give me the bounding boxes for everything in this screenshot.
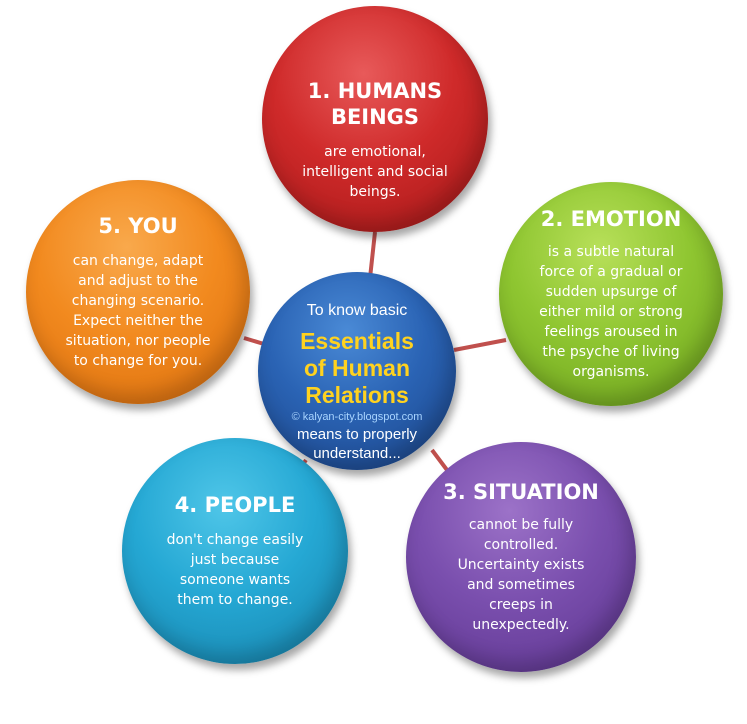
node-desc-line: creeps in xyxy=(489,597,553,613)
node-desc-line: sudden upsurge of xyxy=(545,284,677,300)
center-outro-line: means to properly xyxy=(296,426,418,443)
node-emotion: 2. EMOTION is a subtle natural force of … xyxy=(499,182,723,406)
node-desc-line: controlled. xyxy=(483,537,559,553)
center-outro: means to properly understand... xyxy=(297,425,417,463)
node-people: 4. PEOPLE don't change easily just becau… xyxy=(122,438,348,664)
node-description: can change, adapt and adjust to the chan… xyxy=(66,251,211,371)
node-desc-line: Expect neither the xyxy=(73,313,203,329)
node-desc-line: someone wants xyxy=(179,572,291,588)
node-description: are emotional, intelligent and social be… xyxy=(302,142,448,202)
node-desc-line: them to change. xyxy=(177,592,293,608)
connector-emotion xyxy=(453,338,507,352)
node-desc-line: intelligent and social xyxy=(302,164,448,180)
node-title: 5. YOU xyxy=(98,214,178,238)
node-description: cannot be fully controlled. Uncertainty … xyxy=(458,515,585,635)
center-heading-line: Essentials xyxy=(300,328,414,354)
center-heading-line: of Human xyxy=(303,355,411,381)
node-desc-line: beings. xyxy=(349,184,401,200)
node-desc-line: situation, nor people xyxy=(65,333,211,349)
node-desc-line: the psyche of living xyxy=(542,344,680,360)
node-desc-line: and sometimes xyxy=(467,577,575,593)
node-situation: 3. SITUATION cannot be fully controlled.… xyxy=(406,442,636,672)
node-title: 2. EMOTION xyxy=(540,207,682,231)
connector-humans xyxy=(368,231,377,279)
node-desc-line: and adjust to the xyxy=(78,273,198,289)
node-desc-line: organisms. xyxy=(572,364,650,380)
node-title-line: 1. HUMANS xyxy=(307,79,443,103)
center-heading: Essentials of Human Relations xyxy=(300,328,414,409)
node-desc-line: Uncertainty exists xyxy=(457,557,585,573)
node-description: don't change easily just because someone… xyxy=(167,530,304,610)
node-desc-line: can change, adapt xyxy=(72,253,204,269)
node-desc-line: changing scenario. xyxy=(71,293,205,309)
node-desc-line: either mild or strong xyxy=(539,304,683,320)
node-desc-line: feelings aroused in xyxy=(544,324,678,340)
node-title: 4. PEOPLE xyxy=(174,493,296,517)
center-heading-line: Relations xyxy=(305,382,409,408)
node-center: To know basic Essentials of Human Relati… xyxy=(258,272,456,470)
node-description: is a subtle natural force of a gradual o… xyxy=(539,242,683,382)
watermark: © kalyan-city.blogspot.com xyxy=(291,411,423,423)
node-you: 5. YOU can change, adapt and adjust to t… xyxy=(26,180,250,404)
center-intro: To know basic xyxy=(306,302,408,319)
node-humans-beings: 1. HUMANS BEINGS are emotional, intellig… xyxy=(262,6,488,232)
node-title: 1. HUMANS BEINGS xyxy=(308,78,442,130)
node-desc-line: is a subtle natural xyxy=(547,244,675,260)
node-desc-line: just because xyxy=(190,552,280,568)
node-desc-line: unexpectedly. xyxy=(472,617,570,633)
node-desc-line: force of a gradual or xyxy=(539,264,683,280)
node-desc-line: to change for you. xyxy=(73,353,203,369)
connector-you xyxy=(243,336,265,346)
node-desc-line: cannot be fully xyxy=(468,517,574,533)
center-outro-line: understand... xyxy=(313,445,401,462)
node-title: 3. SITUATION xyxy=(443,480,599,504)
node-desc-line: don't change easily xyxy=(166,532,304,548)
node-title-line: BEINGS xyxy=(330,105,420,129)
node-desc-line: are emotional, xyxy=(324,144,426,160)
